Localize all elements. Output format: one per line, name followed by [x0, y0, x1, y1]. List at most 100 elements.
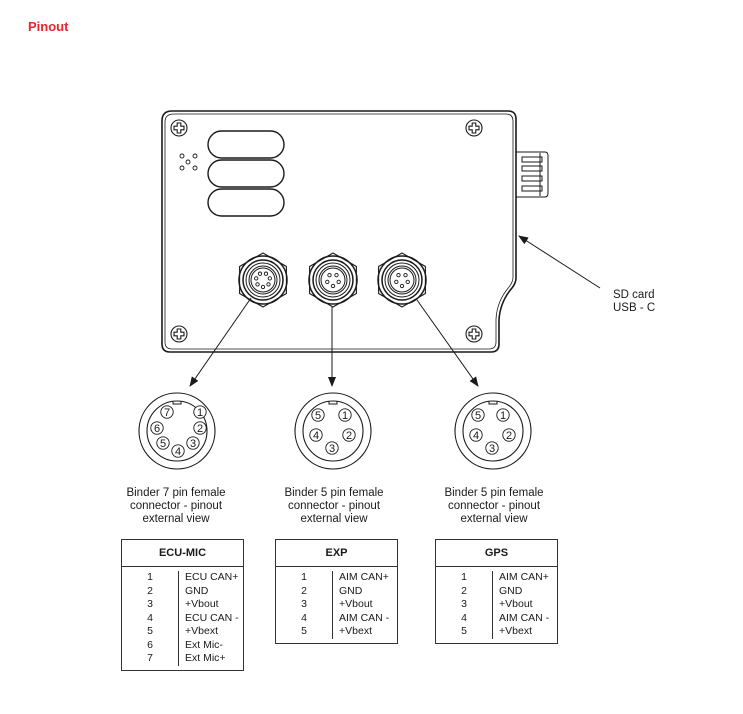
pin-signal: GND — [185, 584, 209, 597]
pin-marker: 4 — [309, 428, 323, 442]
pin-marker: 5 — [311, 408, 325, 422]
caption-line: Binder 7 pin female — [126, 487, 226, 499]
pin-label: 3 — [329, 443, 335, 455]
pin-table-header: GPS — [436, 540, 557, 567]
connector-caption-exp: Binder 5 pin female connector - pinout e… — [254, 487, 414, 526]
pin-label: 1 — [342, 410, 348, 422]
pin-label: 4 — [175, 446, 181, 458]
pin-label: 5 — [315, 410, 321, 422]
connector-caption-gps: Binder 5 pin female connector - pinout e… — [414, 487, 574, 526]
pin-number: 2 — [301, 584, 307, 597]
pin-marker: 6 — [150, 421, 164, 435]
caption-line: Binder 5 pin female — [444, 487, 544, 499]
pin-marker: 1 — [338, 408, 352, 422]
pin-number: 5 — [301, 625, 307, 637]
pin-label: 2 — [506, 430, 512, 442]
side-cap-icon — [516, 151, 549, 198]
pin-label: 3 — [190, 438, 196, 450]
pin-label: 5 — [475, 410, 481, 422]
caption-line: connector - pinout — [447, 500, 541, 512]
leader-lines — [189, 235, 601, 387]
pin-signal: AIM CAN - — [499, 611, 550, 624]
pin-label: 4 — [313, 430, 319, 442]
pin-label: 2 — [197, 423, 203, 435]
pin-signal: +Vbout — [185, 598, 219, 610]
pin-label: 6 — [154, 423, 160, 435]
pin-signal: AIM CAN - — [339, 611, 390, 624]
pin-label: 7 — [164, 407, 170, 419]
caption-line: Binder 5 pin female — [284, 487, 384, 499]
pin-marker: 1 — [193, 405, 207, 419]
caption-line: external view — [300, 513, 368, 525]
pin-signal: +Vbext — [339, 625, 372, 637]
pin-signal: Ext Mic- — [185, 638, 223, 651]
pin-number: 4 — [461, 611, 467, 624]
screw-icon — [170, 119, 188, 137]
pin-signal: +Vbout — [339, 598, 373, 610]
screw-icon — [465, 119, 483, 137]
screw-icon — [465, 325, 483, 343]
pin-signal: GND — [339, 584, 363, 597]
pin-number: 3 — [461, 598, 467, 610]
connector-port-icon — [377, 252, 427, 308]
pin-marker: 2 — [502, 428, 516, 442]
pin-table-header: ECU-MIC — [122, 540, 243, 567]
pin-number: 5 — [461, 625, 467, 637]
pin-number: 4 — [147, 611, 153, 624]
screw-icon — [170, 325, 188, 343]
pin-marker: 3 — [325, 441, 339, 455]
pin-number: 7 — [147, 652, 153, 664]
page-title: Pinout — [28, 19, 69, 34]
pin-number: 4 — [301, 611, 307, 624]
caption-line: connector - pinout — [287, 500, 381, 512]
connector-port-icon — [238, 252, 288, 308]
pin-signal: +Vbext — [185, 625, 218, 637]
pin-label: 4 — [473, 430, 479, 442]
pin-number: 3 — [301, 598, 307, 610]
pin-label: 3 — [489, 443, 495, 455]
pin-label: 1 — [500, 410, 506, 422]
pin-marker: 5 — [156, 436, 170, 450]
pin-marker: 5 — [471, 408, 485, 422]
pin-marker: 4 — [171, 444, 185, 458]
sd-usb-label: SD card USB - C — [613, 289, 655, 315]
caption-line: external view — [460, 513, 528, 525]
sd-card-label: SD card — [613, 289, 655, 301]
pin-signal: +Vbext — [499, 625, 532, 637]
caption-line: external view — [142, 513, 210, 525]
pin-marker: 4 — [469, 428, 483, 442]
pin-label: 5 — [160, 438, 166, 450]
connector-port-icon — [308, 252, 358, 308]
pin-signal: Ext Mic+ — [185, 652, 226, 664]
pin-number: 3 — [147, 598, 153, 610]
pin-signal: GND — [499, 584, 523, 597]
pinout-face-exp: 1 234 5 — [294, 392, 372, 470]
pin-signal: ECU CAN+ — [185, 571, 239, 583]
pin-signal: AIM CAN+ — [499, 571, 549, 583]
pin-marker: 7 — [160, 405, 174, 419]
pin-signal: +Vbout — [499, 598, 533, 610]
pin-marker: 3 — [485, 441, 499, 455]
pin-number: 2 — [461, 584, 467, 597]
pin-marker: 2 — [193, 421, 207, 435]
device-body — [161, 110, 517, 353]
pin-table-header: EXP — [276, 540, 397, 567]
led-slot-icon — [207, 130, 285, 217]
pin-marker: 2 — [342, 428, 356, 442]
pin-label: 1 — [197, 407, 203, 419]
pin-number: 6 — [147, 638, 153, 651]
pin-number: 1 — [461, 571, 467, 583]
connector-caption-ecu-mic: Binder 7 pin female connector - pinout e… — [96, 487, 256, 526]
pin-number: 1 — [301, 571, 307, 583]
pin-number: 5 — [147, 625, 153, 637]
